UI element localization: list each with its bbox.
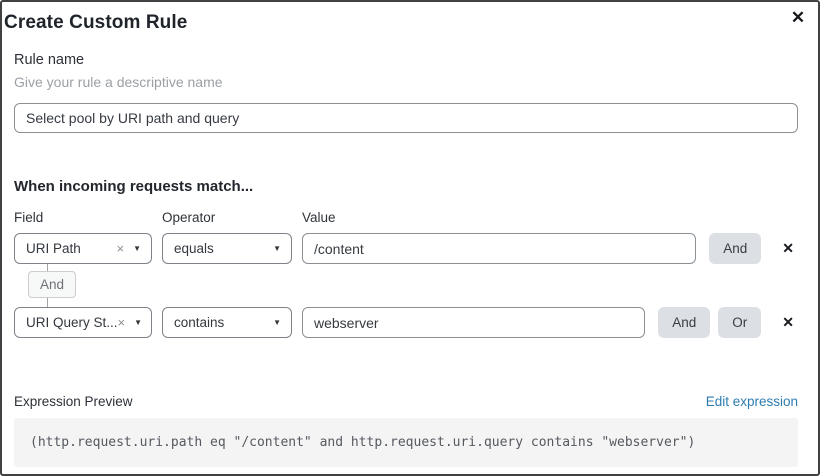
- column-labels: Field Operator Value: [14, 210, 798, 225]
- clear-selection-icon[interactable]: ×: [116, 241, 125, 256]
- row-logic-buttons: And ✕: [709, 233, 798, 264]
- chevron-down-icon: ▼: [133, 243, 141, 253]
- close-icon[interactable]: ✕: [786, 6, 810, 30]
- value-input[interactable]: [302, 307, 646, 338]
- edit-expression-link[interactable]: Edit expression: [705, 394, 798, 409]
- chevron-down-icon: ▼: [273, 243, 281, 253]
- rule-name-helper: Give your rule a descriptive name: [14, 74, 223, 90]
- dialog-title: Create Custom Rule: [4, 12, 188, 33]
- match-section-heading: When incoming requests match...: [14, 178, 254, 195]
- operator-column-label: Operator: [162, 210, 216, 225]
- value-input[interactable]: [302, 233, 697, 264]
- field-select-value: URI Path: [26, 241, 81, 256]
- expression-preview-label: Expression Preview: [14, 394, 133, 409]
- value-column-label: Value: [302, 210, 336, 225]
- and-button[interactable]: And: [709, 233, 762, 264]
- field-column-label: Field: [14, 210, 44, 225]
- rule-name-label: Rule name: [14, 52, 85, 68]
- field-select[interactable]: URI Path × ▼: [14, 233, 152, 264]
- chevron-down-icon: ▼: [134, 317, 143, 327]
- operator-select-value: contains: [174, 315, 225, 330]
- expression-code-block: (http.request.uri.path eq "/content" and…: [14, 418, 798, 467]
- dialog-content: Rule name Give your rule a descriptive n…: [2, 52, 818, 467]
- field-select[interactable]: URI Query St... × ▼: [14, 307, 152, 338]
- or-button[interactable]: Or: [718, 307, 762, 338]
- and-button[interactable]: And: [658, 307, 711, 338]
- clear-selection-icon[interactable]: ×: [117, 315, 126, 330]
- operator-select[interactable]: contains ▼: [162, 307, 292, 338]
- match-row: URI Query St... × ▼ contains ▼ And Or ✕: [14, 307, 798, 338]
- chevron-down-icon: ▼: [273, 317, 281, 327]
- match-row: URI Path × ▼ equals ▼ And ✕: [14, 233, 798, 264]
- connector-and-chip: And: [28, 271, 77, 298]
- expression-header: Expression Preview Edit expression: [14, 394, 798, 409]
- field-select-value: URI Query St...: [26, 315, 118, 330]
- operator-select-value: equals: [174, 241, 214, 256]
- remove-row-icon[interactable]: ✕: [778, 307, 798, 338]
- row-logic-buttons: And Or ✕: [658, 307, 798, 338]
- row-connector: And: [14, 264, 798, 307]
- remove-row-icon[interactable]: ✕: [778, 233, 798, 264]
- rule-name-input[interactable]: [14, 103, 798, 133]
- operator-select[interactable]: equals ▼: [162, 233, 292, 264]
